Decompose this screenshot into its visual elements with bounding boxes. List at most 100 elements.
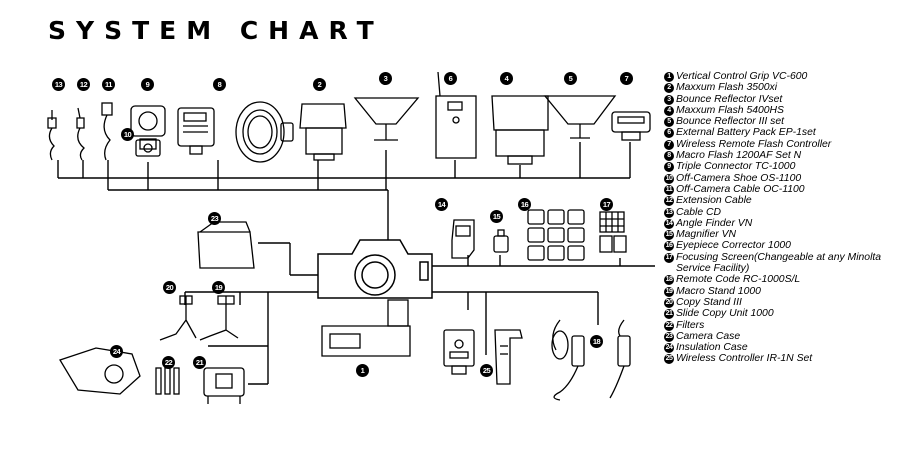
legend-number-badge: 13 (664, 207, 674, 218)
extension-cable-drawing (76, 107, 85, 161)
legend-number-badge: 14 (664, 218, 674, 229)
callout-number: 23 (208, 212, 221, 225)
legend-number-badge: 18 (664, 275, 674, 286)
legend-number-badge: 5 (664, 117, 674, 128)
callout-number: 24 (110, 345, 123, 358)
legend-label: Focusing Screen(Changeable at any Minolt… (676, 251, 882, 275)
triple-connector-drawing (130, 105, 166, 150)
off-camera-cable-drawing (101, 102, 113, 161)
legend-number-badge: 23 (664, 331, 674, 342)
vertical-grip-drawing (321, 299, 411, 357)
magnifier-drawing (493, 229, 509, 253)
legend-number-badge: 21 (664, 309, 674, 320)
slide-copy-unit-drawing (203, 367, 245, 404)
callout-number: 8 (213, 78, 226, 91)
legend-number-badge: 6 (664, 128, 674, 139)
legend-number-badge: 4 (664, 105, 674, 116)
callout-number: 3 (379, 72, 392, 85)
legend-number-badge: 16 (664, 241, 674, 252)
legend-number-badge: 12 (664, 196, 674, 207)
remote-cord-drawing (494, 329, 523, 385)
callout-number: 21 (193, 356, 206, 369)
legend-number-badge: 2 (664, 83, 674, 94)
legend-number-badge: 17 (664, 252, 674, 263)
macro-stand-drawing (199, 295, 239, 341)
focusing-screens-drawing (599, 211, 627, 253)
legend-number-badge: 3 (664, 94, 674, 105)
legend-label: Triple Connector TC-1000 (676, 161, 796, 173)
wireless-controller-drawing (443, 329, 475, 375)
callout-number: 12 (77, 78, 90, 91)
legend-number-badge: 20 (664, 297, 674, 308)
legend-number-badge: 8 (664, 151, 674, 162)
legend-label: Vertical Control Grip VC-600 (676, 71, 808, 82)
callout-number: 5 (564, 72, 577, 85)
legend-number-badge: 10 (664, 173, 674, 184)
filters-drawing (155, 367, 180, 395)
connector-lines (57, 142, 655, 385)
legend-label: Off-Camera Shoe OS-1100 (676, 172, 802, 184)
callout-number: 19 (212, 281, 225, 294)
wireless-remote-drawing (611, 111, 651, 141)
legend-label: Remote Code RC-1000S/L (676, 274, 801, 286)
legend-label: Wireless Remote Flash Controller (676, 138, 832, 150)
legend-label: Eyepiece Corrector 1000 (676, 240, 791, 252)
callout-number: 15 (490, 210, 503, 223)
legend-label: Extension Cable (676, 195, 752, 207)
callout-number: 10 (121, 128, 134, 141)
callout-number: 22 (162, 356, 175, 369)
legend-label: External Battery Pack EP-1set (676, 127, 816, 139)
flash-3500xi-drawing (299, 103, 347, 161)
remote-cords-drawing (551, 319, 631, 401)
legend-label: Macro Stand 1000 (676, 285, 761, 297)
callout-number: 25 (480, 364, 493, 377)
macro-ring-flash-drawing (235, 101, 294, 163)
callout-number: 11 (102, 78, 115, 91)
legend-label: Copy Stand III (676, 296, 742, 308)
legend-number-badge: 19 (664, 286, 674, 297)
legend-number-badge: 24 (664, 343, 674, 354)
page-title: SYSTEM CHART (48, 16, 384, 45)
legend-number-badge: 15 (664, 230, 674, 241)
camera-case-drawing (197, 221, 255, 269)
callout-number: 1 (356, 364, 369, 377)
callout-number: 13 (52, 78, 65, 91)
macro-flash-controller-drawing (177, 107, 215, 155)
angle-finder-drawing (451, 219, 475, 259)
eyepiece-correctors-drawing (527, 209, 585, 261)
callout-number: 2 (313, 78, 326, 91)
legend-label: Slide Copy Unit 1000 (676, 308, 774, 320)
legend-label: Filters (676, 319, 705, 331)
legend-label: Magnifier VN (676, 229, 737, 241)
callout-number: 20 (163, 281, 176, 294)
callout-number: 16 (518, 198, 531, 211)
callout-number: 7 (620, 72, 633, 85)
legend-number-badge: 11 (664, 184, 674, 195)
legend-number-badge: 7 (664, 139, 674, 150)
cable-cd-drawing (47, 110, 57, 161)
callout-number: 17 (600, 198, 613, 211)
legend-label: Bounce Reflector IVset (676, 93, 783, 105)
